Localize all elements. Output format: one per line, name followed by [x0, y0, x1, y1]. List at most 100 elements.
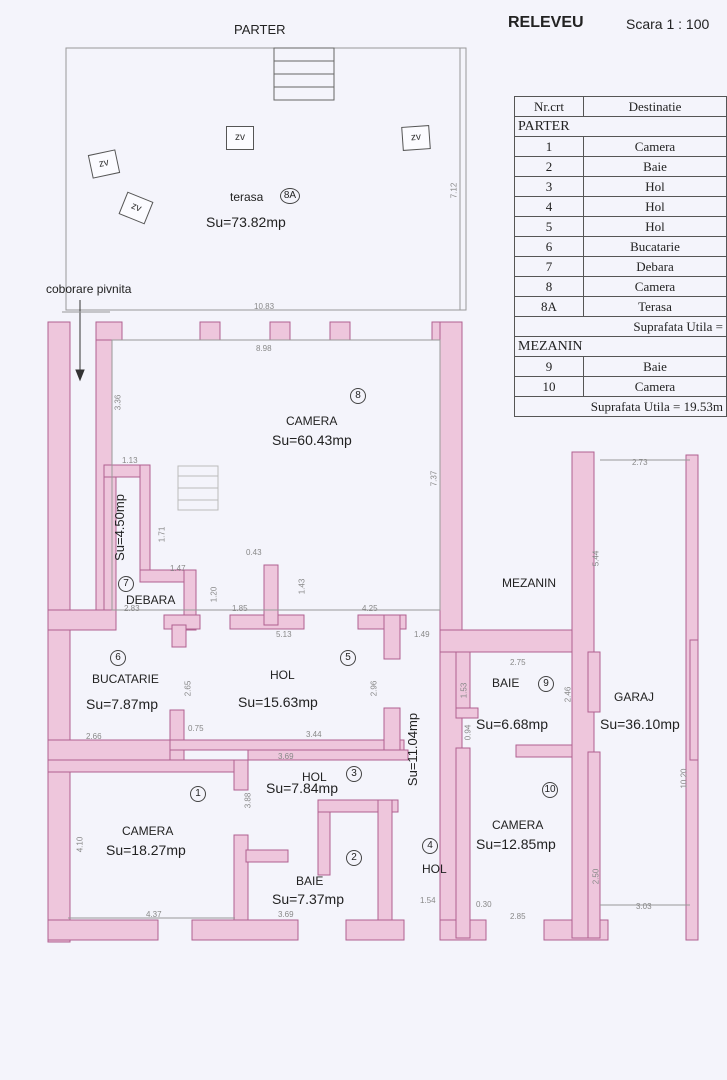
legend-nr: 4 — [514, 196, 584, 217]
legend-nr: 8 — [514, 276, 584, 297]
wall-mez-h2 — [455, 707, 479, 719]
room-name-garaj: GARAJ — [614, 690, 655, 704]
floor-title: PARTER — [234, 22, 286, 37]
wall-top-4 — [329, 321, 351, 341]
wall-south-3 — [345, 919, 405, 941]
dim: 3.69 — [278, 910, 294, 919]
wall-v-234 — [233, 759, 249, 791]
legend-dest: Hol — [583, 196, 727, 217]
wall-debara-top — [103, 464, 145, 478]
legend-nr: 2 — [514, 156, 584, 177]
dim: 3.03 — [636, 902, 652, 911]
room-area-terasa: Su=73.82mp — [206, 214, 286, 230]
legend-dest: Bucatarie — [583, 236, 727, 257]
room-name-camera1: CAMERA — [122, 824, 174, 838]
wall-garage-right-b — [689, 639, 699, 761]
dim-camera8-width: 8.98 — [256, 344, 272, 353]
drawing-scale: Scara 1 : 100 — [626, 16, 710, 32]
room-area-baie9: Su=6.68mp — [476, 716, 548, 732]
room-number-5: 5 — [340, 650, 356, 666]
wall-south-1 — [47, 919, 159, 941]
room-area-bucatarie: Su=7.87mp — [86, 696, 158, 712]
legend-col-dest: Destinatie — [583, 96, 727, 117]
room-name-debara: DEBARA — [126, 593, 176, 607]
room-area-baie2: Su=7.37mp — [272, 891, 344, 907]
legend-col-nr: Nr.crt — [514, 96, 584, 117]
legend-dest: Baie — [583, 156, 727, 177]
room-name-terasa: terasa — [230, 190, 264, 204]
room-area-camera10: Su=12.85mp — [476, 836, 556, 852]
drawing-title: RELEVEU — [508, 14, 584, 31]
room-number-4: 4 — [422, 838, 438, 854]
legend-nr: 10 — [514, 376, 584, 397]
dim: 2.46 — [563, 686, 573, 703]
room-area-hol4: Su=11.04mp — [405, 712, 421, 787]
legend-nr: 7 — [514, 256, 584, 277]
mezanin-label: MEZANIN — [502, 576, 556, 590]
dim: 1.49 — [414, 630, 430, 639]
dim: 10.20 — [679, 768, 689, 789]
room-area-debara: Su=4.50mp — [111, 494, 127, 561]
wall-h-750b — [247, 749, 409, 761]
dim: 0.43 — [246, 548, 262, 557]
room-number-8: 8 — [350, 388, 366, 404]
wall-h-742b — [169, 709, 185, 761]
room-number-8a: 8A — [280, 188, 300, 204]
dim: 2.83 — [124, 604, 140, 613]
dim: 1.20 — [209, 586, 219, 603]
wall-h-850 — [245, 849, 289, 863]
dim-terrace-width: 10.83 — [254, 302, 275, 311]
dim: 4.25 — [362, 604, 378, 613]
dim: 2.75 — [510, 658, 526, 667]
wall-h-742 — [47, 739, 179, 761]
dim: 2.65 — [183, 680, 193, 697]
room-number-6: 6 — [110, 650, 126, 666]
room-name-baie9: BAIE — [492, 676, 520, 690]
legend-dest: Camera — [583, 136, 727, 157]
dim: 3.44 — [306, 730, 322, 739]
dim: 1.43 — [297, 578, 307, 595]
legend-dest: Camera — [583, 376, 727, 397]
dim: 0.30 — [476, 900, 492, 909]
dim: 1.47 — [170, 564, 186, 573]
wall-debara-inner — [139, 464, 151, 576]
dim: 2.85 — [510, 912, 526, 921]
dim: 1.13 — [122, 456, 138, 465]
wall-v-hol5-right — [383, 614, 401, 660]
dim: 3.88 — [243, 792, 253, 809]
room-name-camera10: CAMERA — [492, 818, 544, 832]
room-name-bucatarie: BUCATARIE — [92, 672, 159, 686]
wall-south-2 — [191, 919, 299, 941]
dim: 1.54 — [420, 896, 436, 905]
wall-h-742c — [169, 739, 405, 751]
legend-dest: Debara — [583, 256, 727, 277]
room-number-7: 7 — [118, 576, 134, 592]
wall-mez-mid — [515, 744, 579, 758]
dim-terrace-depth: 7.12 — [449, 182, 459, 199]
wall-v-572b — [587, 651, 601, 713]
legend-dest: Hol — [583, 176, 727, 197]
dim-camera8-depth: 7.37 — [429, 470, 439, 487]
dim: 0.75 — [188, 724, 204, 733]
dim: 4.37 — [146, 910, 162, 919]
wall-stub-176 — [171, 624, 187, 648]
wall-top-2 — [199, 321, 221, 341]
wall-h-760 — [47, 759, 235, 773]
dim: 1.85 — [232, 604, 248, 613]
basement-stairs-label: coborare pivnita — [46, 282, 132, 296]
legend-section-parter: PARTER — [514, 116, 727, 137]
room-number-2: 2 — [346, 850, 362, 866]
terrace-stairs — [273, 47, 335, 101]
legend-nr: 3 — [514, 176, 584, 197]
dim: 0.94 — [463, 724, 473, 741]
